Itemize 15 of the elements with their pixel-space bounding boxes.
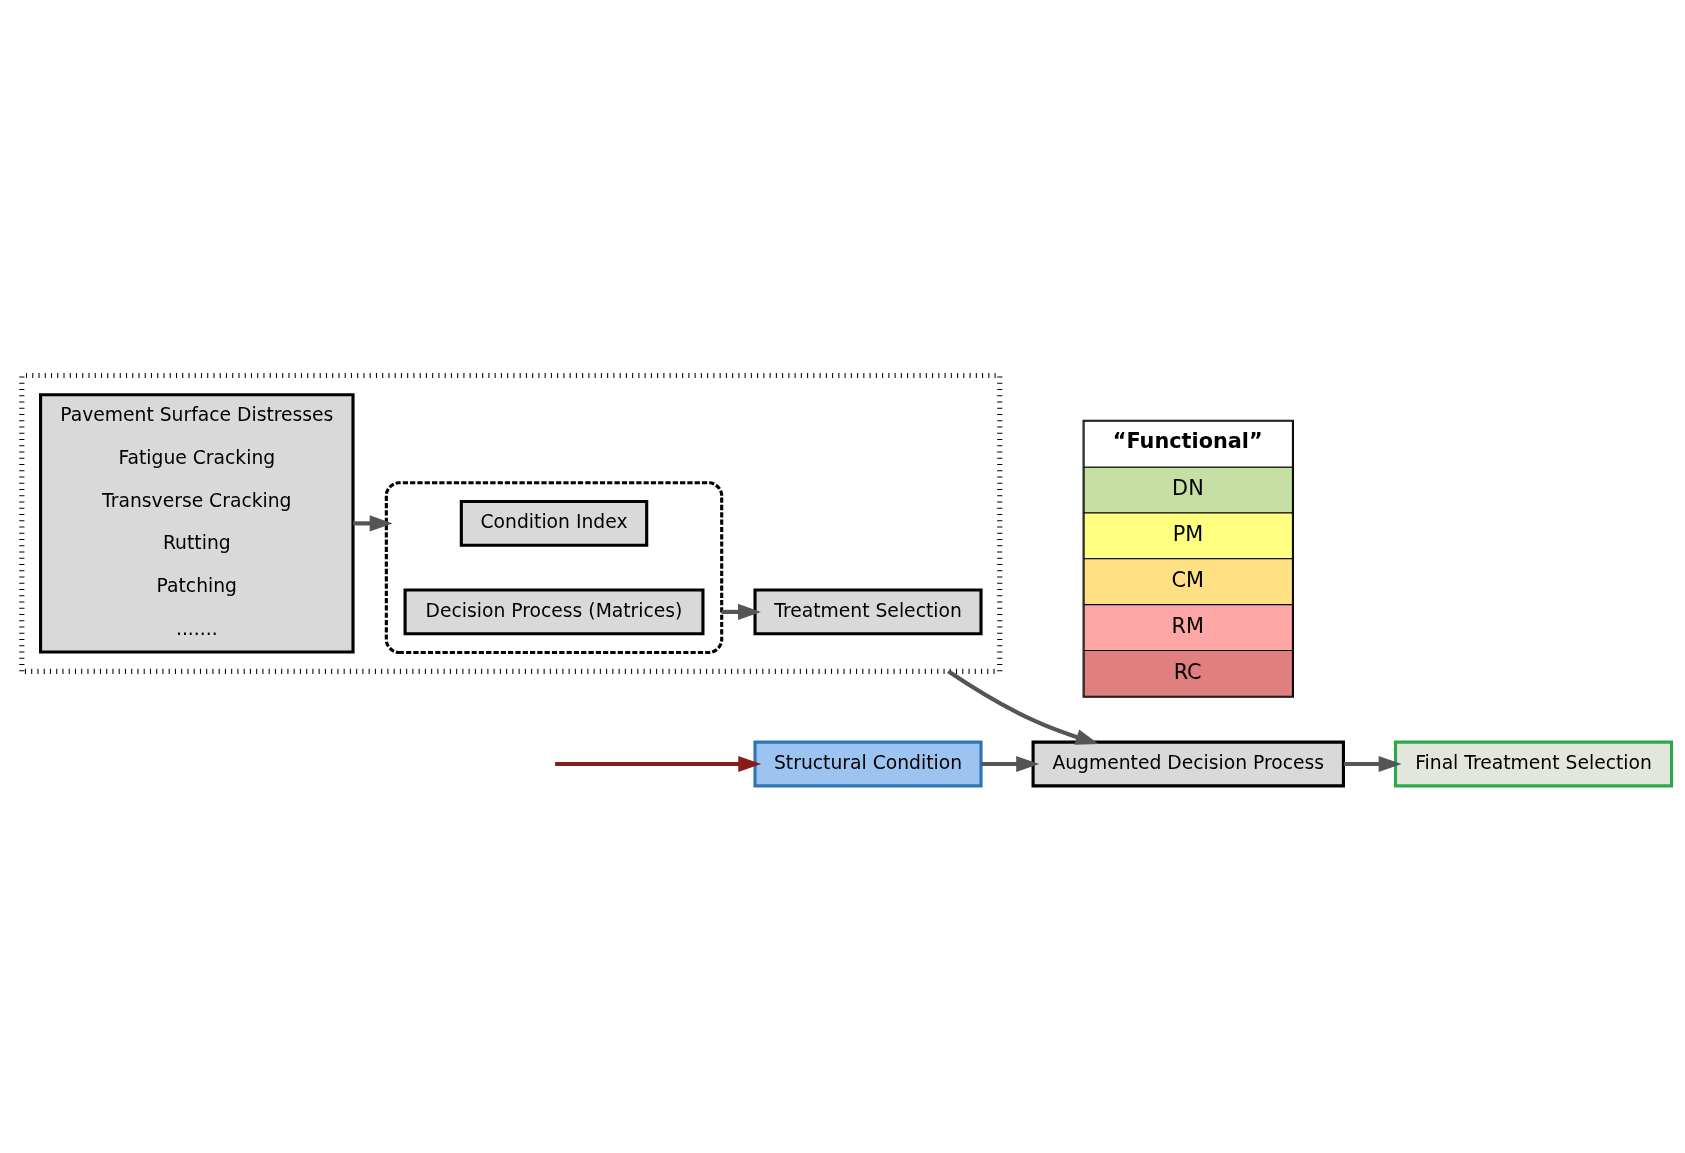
node-box: Decision Process (Matrices): [403, 588, 705, 636]
node-box: Final Treatment Selection: [1393, 740, 1674, 788]
arrow: [721, 603, 761, 620]
cluster: [384, 481, 724, 655]
node-box: Treatment Selection: [753, 588, 983, 636]
node-box: Augmented Decision Process: [1031, 740, 1345, 788]
arrow: [1343, 755, 1402, 772]
arrow: [947, 669, 1099, 745]
node-box: Condition Index: [459, 499, 649, 547]
cluster: [19, 372, 1003, 674]
arrow: [981, 755, 1040, 772]
arrow: [353, 515, 393, 532]
node-box: Structural Condition: [753, 740, 983, 788]
node-box: Pavement Surface Distresses Fatigue Cracking Transverse Cracking Rutting Patching .......: [39, 393, 355, 654]
arrow: [555, 755, 762, 772]
